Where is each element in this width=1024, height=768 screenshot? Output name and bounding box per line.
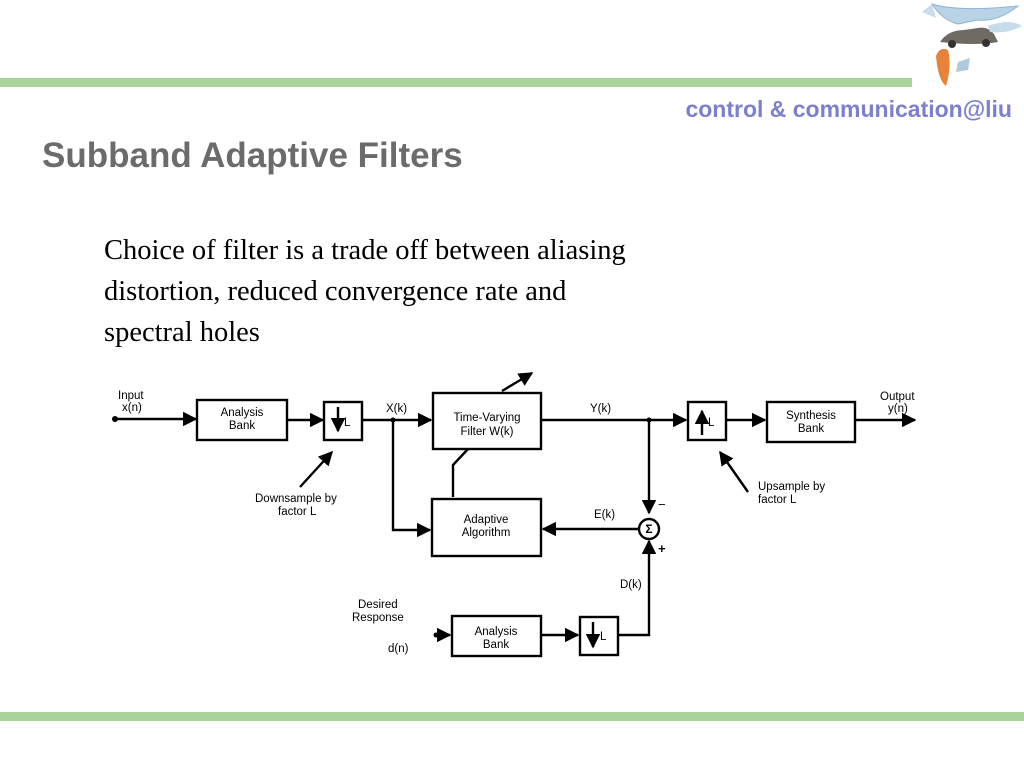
dn-label: d(n) [388, 643, 409, 655]
wire-adaptive-to-filter [451, 448, 469, 497]
desired-response-label: Desired [358, 599, 398, 611]
analysis-bank-top-label: Analysis [221, 407, 264, 419]
slide-title: Subband Adaptive Filters [42, 136, 463, 175]
time-varying-filter-label: Filter W(k) [460, 426, 513, 438]
upsample-note: Upsample by [758, 481, 825, 493]
synthesis-bank-label: Bank [798, 423, 824, 435]
input-signal-label: x(n) [122, 402, 142, 414]
synthesis-bank [765, 400, 857, 444]
header-logo-image [922, 3, 1022, 86]
body-paragraph: Choice of filter is a trade off between … [104, 230, 764, 353]
desired-response-label: Response [352, 612, 404, 624]
adaptive-algorithm-label: Adaptive [464, 514, 509, 526]
plus-sign: + [658, 541, 666, 556]
downsample-note: factor L [278, 506, 317, 518]
downsampler-top-factor: L [344, 417, 351, 429]
yk-label: Y(k) [590, 403, 611, 415]
top-accent-band [0, 78, 912, 87]
downsample-note: Downsample by [255, 493, 337, 505]
body-line: Choice of filter is a trade off between … [104, 235, 626, 266]
output-label: Output [880, 391, 915, 403]
analysis-bank-top-label: Bank [229, 420, 255, 432]
time-varying-filter [431, 391, 543, 451]
downsampler-bottom [578, 615, 620, 657]
minus-sign: − [658, 497, 666, 512]
xk-label: X(k) [386, 403, 407, 415]
upsample-pointer [719, 450, 749, 493]
body-line: spectral holes [104, 317, 260, 348]
body-line: distortion, reduced convergence rate and [104, 276, 567, 307]
synthesis-bank-label: Synthesis [786, 410, 836, 422]
input-label: Input [118, 390, 144, 402]
ek-label: E(k) [594, 509, 615, 521]
wire-xk-to-adaptive [391, 420, 432, 538]
filter-adjust-arrow [501, 371, 534, 393]
downsampler-bottom-factor: L [600, 631, 607, 643]
output-signal-label: y(n) [888, 403, 908, 415]
analysis-bank-bottom-label: Analysis [475, 626, 518, 638]
analysis-bank-bottom-label: Bank [483, 639, 509, 651]
dk-label: D(k) [620, 579, 642, 591]
upsampler-factor: L [708, 417, 715, 429]
time-varying-filter-label: Time-Varying [453, 412, 520, 424]
upsample-note: factor L [758, 494, 797, 506]
bottom-accent-band [0, 712, 1024, 721]
wire-dk [619, 539, 657, 637]
adaptive-algorithm-label: Algorithm [462, 527, 511, 539]
downsampler-top [322, 400, 364, 442]
upsampler [686, 400, 728, 442]
brand-label: control & communication@liu [685, 96, 1012, 122]
analysis-bank-bottom [450, 614, 543, 658]
adaptive-algorithm [430, 497, 543, 558]
subband-adaptive-filter-block-diagram: Input x(n) Analysis Bank L X(k) Downsamp… [112, 371, 917, 658]
sigma-symbol: Σ [645, 522, 652, 536]
downsample-pointer [299, 450, 333, 488]
